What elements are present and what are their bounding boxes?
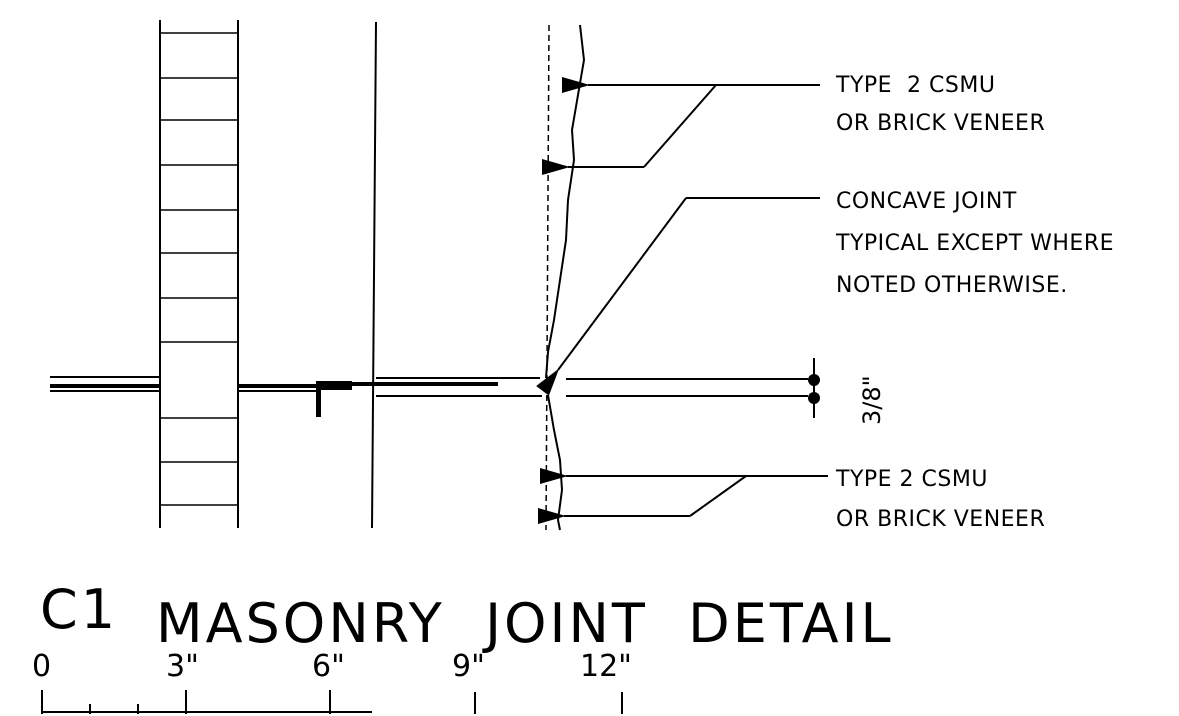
callout-veneer-top-line2: OR BRICK VENEER bbox=[836, 111, 1045, 136]
callout-joint-line3: NOTED OTHERWISE. bbox=[836, 273, 1068, 298]
scale-label-6: 6" bbox=[312, 649, 345, 684]
callout-joint-line2: TYPICAL EXCEPT WHERE bbox=[835, 231, 1114, 256]
detail-id: C1 bbox=[40, 578, 118, 641]
callout-veneer-bottom-line2: OR BRICK VENEER bbox=[836, 507, 1045, 532]
scale-label-3: 3" bbox=[166, 649, 199, 684]
leader-concave-joint bbox=[536, 197, 820, 396]
scale-label-0: 0 bbox=[32, 649, 51, 684]
cavity-line bbox=[371, 21, 377, 529]
mortar-bed-joint bbox=[50, 376, 808, 397]
veneer-centerline bbox=[545, 24, 550, 531]
leader-veneer-top bbox=[542, 77, 820, 175]
joint-thickness-dimension: 3/8" bbox=[808, 358, 886, 425]
callout-joint-line1: CONCAVE JOINT bbox=[836, 189, 1017, 214]
callout-veneer-bottom-line1: TYPE 2 CSMU bbox=[835, 467, 988, 492]
dimension-3-8-label: 3/8" bbox=[858, 375, 886, 425]
graphic-scale-bar: 0 3" 6" 9" 12" bbox=[32, 649, 632, 714]
scale-label-9: 9" bbox=[452, 649, 485, 684]
scale-label-12: 12" bbox=[580, 649, 632, 684]
veneer-face-line bbox=[545, 24, 586, 531]
detail-title: MASONRY JOINT DETAIL bbox=[156, 592, 894, 655]
leader-veneer-bottom bbox=[538, 468, 828, 524]
wall-tie-hook bbox=[316, 381, 352, 417]
masonry-backup-wythe bbox=[159, 20, 239, 528]
callout-veneer-top-line1: TYPE 2 CSMU bbox=[835, 73, 995, 98]
